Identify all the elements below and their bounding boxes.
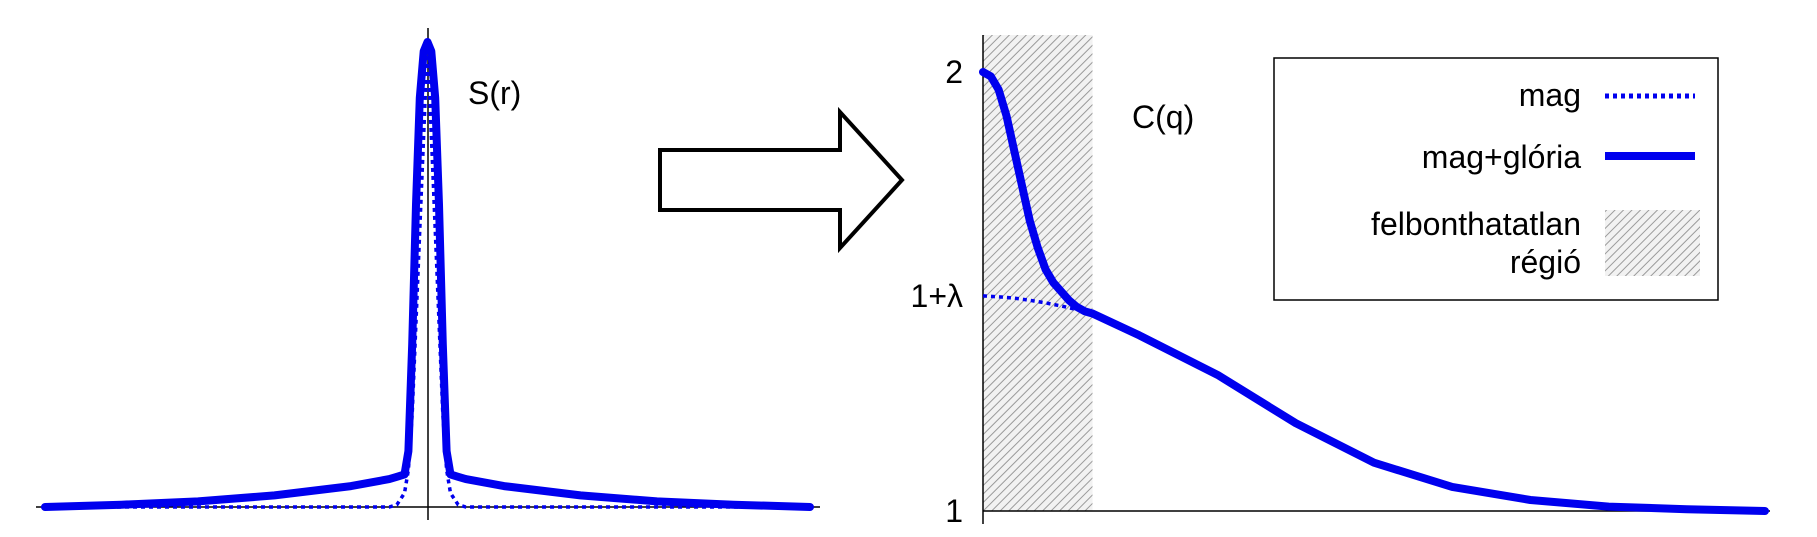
- left-chart-title: S(r): [468, 75, 521, 111]
- legend-label-mag-gloria: mag+glória: [1422, 139, 1581, 175]
- right-y-tick-label-0: 1: [945, 493, 963, 529]
- right-series-mag-gl-ria: [979, 68, 1769, 515]
- right-y-tick-label-2: 2: [945, 54, 963, 90]
- right-chart: 1 1+λ 2 C(q) mag mag+glória felbonthatatla…: [911, 35, 1770, 529]
- right-series-mag: [982, 294, 1093, 316]
- legend-label-region-line1: felbonthatatlan: [1371, 206, 1581, 242]
- legend-label-region-line2: régió: [1510, 244, 1581, 280]
- left-series-dotted-1: [45, 40, 810, 509]
- right-y-tick-labels: 1 1+λ 2: [911, 54, 963, 529]
- right-y-tick-label-1: 1+λ: [911, 278, 963, 314]
- left-chart: S(r): [36, 28, 820, 520]
- unresolvable-region: [983, 35, 1093, 511]
- left-series-group: [41, 38, 814, 511]
- legend-swatch-region: [1605, 210, 1700, 276]
- legend: mag mag+glória felbonthatatlan régió: [1273, 57, 1719, 301]
- right-arrow-icon: [658, 106, 905, 254]
- right-series-group: [979, 68, 1769, 515]
- right-chart-title: C(q): [1132, 99, 1194, 135]
- legend-label-mag: mag: [1519, 77, 1581, 113]
